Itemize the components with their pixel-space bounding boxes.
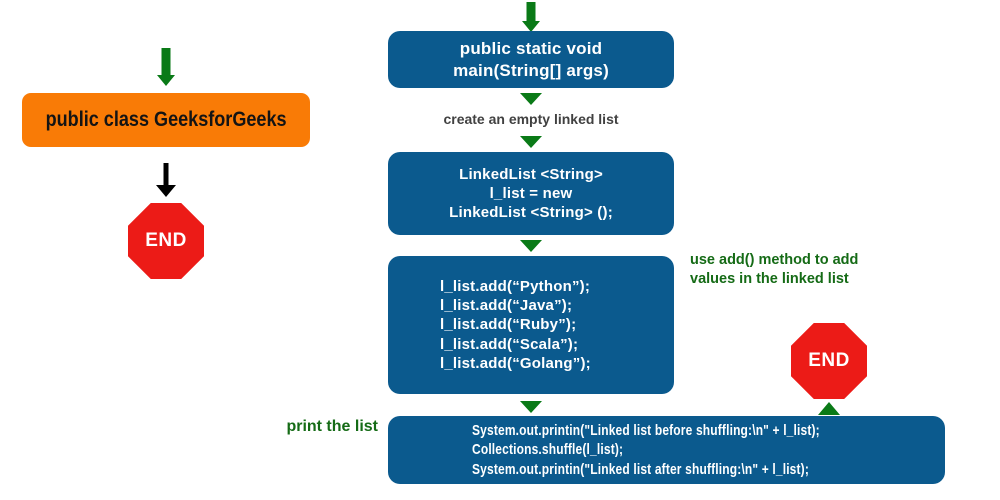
arrow-down-after-main-method: [520, 92, 542, 105]
main-method-box: public static void main(String[] args): [388, 31, 674, 88]
label-create-empty-linked-list: create an empty linked list: [443, 111, 619, 127]
class-declaration-box: public class GeeksforGeeks: [22, 93, 310, 147]
add-line-2: l_list.add(“Java”);: [440, 297, 573, 315]
end-label-left: END: [145, 230, 187, 251]
label-print-the-list: print the list: [286, 418, 378, 435]
print-line-2: Collections.shuffle(l_list);: [472, 441, 624, 459]
arrow-down-into-linkedlist-box: [520, 135, 542, 148]
linkedlist-line-1: LinkedList <String>: [459, 165, 603, 183]
arrow-down-into-add-box: [520, 239, 542, 252]
arrow-down-to-left-end: [156, 163, 176, 197]
arrow-down-into-print-box: [520, 400, 542, 413]
print-shuffle-box: System.out.printin("Linked list before s…: [388, 416, 945, 484]
add-line-5: l_list.add(“Golang”);: [440, 354, 591, 372]
add-line-1: l_list.add(“Python”);: [440, 278, 591, 296]
end-node-left: END: [128, 203, 204, 279]
end-node-right: END: [791, 323, 867, 399]
arrow-down-into-main-method: [521, 2, 541, 32]
arrow-up-into-right-end: [818, 402, 840, 415]
add-values-box: l_list.add(“Python”); l_list.add(“Java”)…: [388, 256, 674, 394]
arrow-down-into-class-box: [156, 48, 176, 86]
print-line-1: System.out.printin("Linked list before s…: [472, 422, 820, 440]
linkedlist-line-2: l_list = new: [489, 184, 573, 202]
main-method-line-2: main(String[] args): [453, 60, 609, 80]
linkedlist-line-3: LinkedList <String> ();: [449, 204, 613, 222]
add-line-4: l_list.add(“Scala”);: [440, 335, 579, 353]
class-declaration-text: public class GeeksforGeeks: [45, 108, 287, 131]
main-method-line-1: public static void: [459, 38, 603, 58]
add-line-3: l_list.add(“Ruby”);: [440, 316, 577, 334]
end-label-right: END: [808, 350, 850, 371]
linkedlist-declaration-box: LinkedList <String> l_list = new LinkedL…: [388, 152, 674, 235]
print-line-3: System.out.printin("Linked list after sh…: [472, 460, 809, 478]
label-use-add-method: use add() method to add values in the li…: [690, 252, 859, 288]
